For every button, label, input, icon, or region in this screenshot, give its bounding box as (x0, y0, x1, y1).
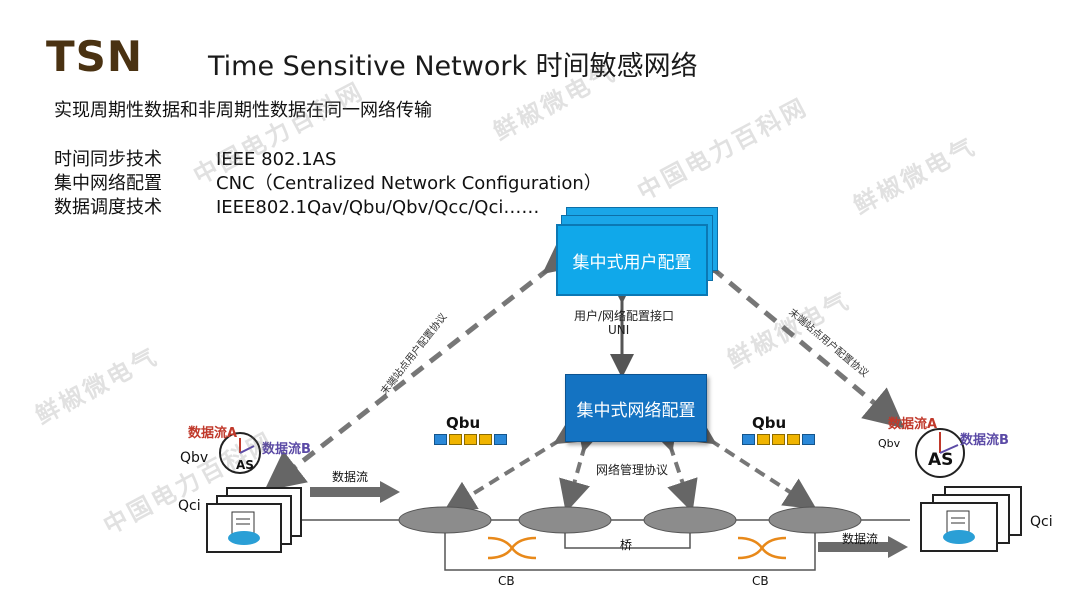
right-as: AS (928, 450, 954, 470)
bridge-nodes (398, 506, 862, 534)
tech-row-scheduling: 数据调度技术 IEEE802.1Qav/Qbu/Qbv/Qcc/Qci…… (54, 193, 539, 219)
cuc-label: 集中式用户配置 (572, 252, 692, 273)
right-user-config-link (676, 233, 905, 429)
cnc-box: 集中式网络配置 (565, 374, 707, 442)
qbu-frames-right (742, 434, 815, 445)
page-title: Time Sensitive Network 时间敏感网络 (208, 51, 698, 82)
bridge-label: 桥 (620, 538, 633, 552)
cb-cross-icon-left (487, 536, 537, 560)
right-flow-a: 数据流A (888, 417, 938, 432)
tech-value: CNC（Centralized Network Configuration） (216, 173, 602, 194)
qbu-label-right: Qbu (752, 414, 787, 432)
tech-value: IEEE 802.1AS (216, 149, 337, 170)
left-as: AS (236, 458, 254, 472)
cb-label-right: CB (752, 574, 769, 588)
cnc-bridge1-link (443, 413, 589, 513)
tsn-logo: TSN (46, 32, 144, 81)
qbu-frames-left (434, 434, 507, 445)
page-subtitle: 实现周期性数据和非周期性数据在同一网络传输 (54, 100, 432, 121)
right-qbv: Qbv (878, 437, 901, 450)
left-flow-b: 数据流B (262, 442, 311, 457)
tech-row-sync: 时间同步技术 IEEE 802.1AS (54, 145, 336, 171)
handshake-doc-icon (943, 510, 975, 544)
tech-name: 时间同步技术 (54, 149, 162, 170)
tech-value: IEEE802.1Qav/Qbu/Qbv/Qcc/Qci…… (216, 197, 540, 218)
clock-icon-right (915, 428, 965, 478)
handshake-doc-icon (228, 511, 260, 545)
cb-cross-icon-right (737, 536, 787, 560)
cuc-box: 集中式用户配置 (556, 224, 708, 296)
tech-name: 集中网络配置 (54, 173, 162, 194)
right-flow-b: 数据流B (960, 433, 1009, 448)
left-endpoint-device (206, 503, 282, 553)
right-endpoint-device (920, 502, 998, 552)
cnc-label: 集中式网络配置 (576, 400, 696, 421)
right-qci: Qci (1030, 514, 1053, 530)
cb-label-left: CB (498, 574, 515, 588)
tech-name: 数据调度技术 (54, 197, 162, 218)
left-qci: Qci (178, 498, 201, 514)
net-mgmt-label: 网络管理协议 (596, 463, 669, 477)
dataflow-arrow-left (310, 481, 400, 503)
qbu-label-left: Qbu (446, 414, 481, 432)
cnc-bridge2-link (559, 417, 607, 513)
uni-abbr: UNI (608, 323, 630, 337)
dataflow-label-right: 数据流 (842, 532, 879, 546)
left-flow-a: 数据流A (188, 426, 238, 441)
dataflow-arrow-right (818, 536, 908, 558)
left-user-config-link (264, 233, 586, 492)
dataflow-label-left: 数据流 (332, 470, 369, 484)
cnc-bridge3-link (647, 417, 698, 513)
tech-row-cnc: 集中网络配置 CNC（Centralized Network Configurat… (54, 169, 602, 195)
left-qbv: Qbv (180, 450, 209, 466)
cnc-bridge4-link (681, 413, 817, 510)
clock-icon-left (219, 432, 261, 474)
uni-label: 用户/网络配置接口 (574, 309, 675, 323)
